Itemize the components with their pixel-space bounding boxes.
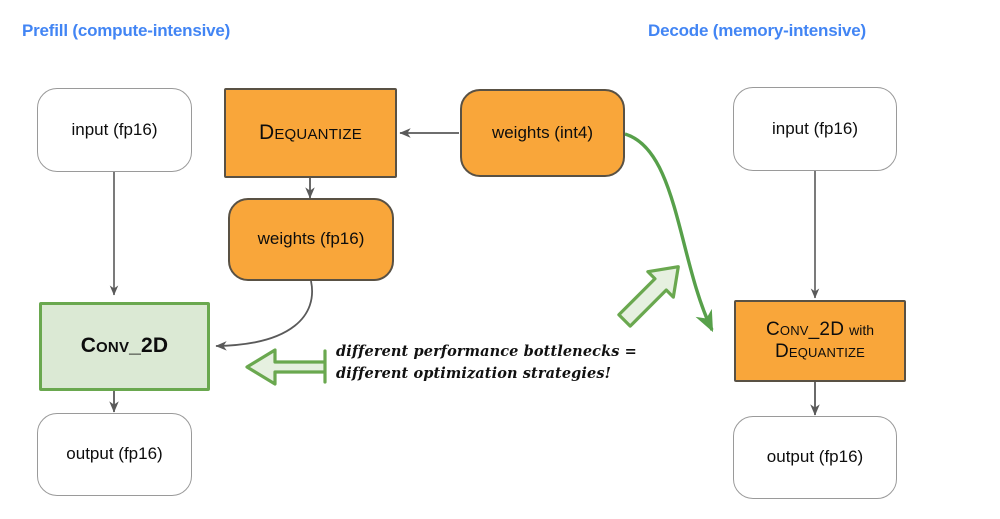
- node-decode-conv2d-with-dequantize[interactable]: Conv_2D with Dequantize: [734, 300, 906, 382]
- node-prefill-input[interactable]: input (fp16): [37, 88, 192, 172]
- node-label: Conv_2D: [80, 334, 169, 358]
- node-label-sub: Dequantize: [774, 341, 866, 362]
- node-label: output (fp16): [66, 444, 163, 464]
- edge-weights-fp16-to-conv2d: [215, 280, 313, 351]
- node-weights-fp16[interactable]: weights (fp16): [228, 198, 394, 281]
- block-arrow-up-right-icon: [617, 265, 680, 328]
- node-label: Dequantize: [258, 120, 362, 144]
- node-prefill-conv2d[interactable]: Conv_2D: [39, 302, 210, 391]
- node-label: input (fp16): [772, 118, 858, 138]
- annotation-line-2: different optimization strategies!: [336, 365, 612, 383]
- annotation-line-1: different performance bottlenecks =: [336, 343, 637, 360]
- annotation-note: different performance bottlenecks = diff…: [336, 341, 637, 386]
- node-label: weights (fp16): [257, 229, 365, 249]
- node-label-main: Conv_2D: [765, 318, 845, 340]
- node-dequantize[interactable]: Dequantize: [224, 88, 397, 178]
- node-decode-input[interactable]: input (fp16): [733, 87, 897, 171]
- node-decode-output[interactable]: output (fp16): [733, 416, 897, 499]
- node-label: input (fp16): [71, 119, 158, 139]
- node-prefill-output[interactable]: output (fp16): [37, 413, 192, 496]
- block-arrow-left-icon: [245, 348, 327, 386]
- edge-weights-int4-to-decode-conv2d: [624, 132, 714, 333]
- section-title-prefill: Prefill (compute-intensive): [22, 21, 231, 40]
- section-title-decode: Decode (memory-intensive): [648, 21, 866, 40]
- node-label: output (fp16): [766, 447, 864, 467]
- node-label-connector: with: [849, 321, 875, 338]
- node-label: weights (int4): [491, 122, 594, 142]
- node-weights-int4[interactable]: weights (int4): [460, 89, 625, 177]
